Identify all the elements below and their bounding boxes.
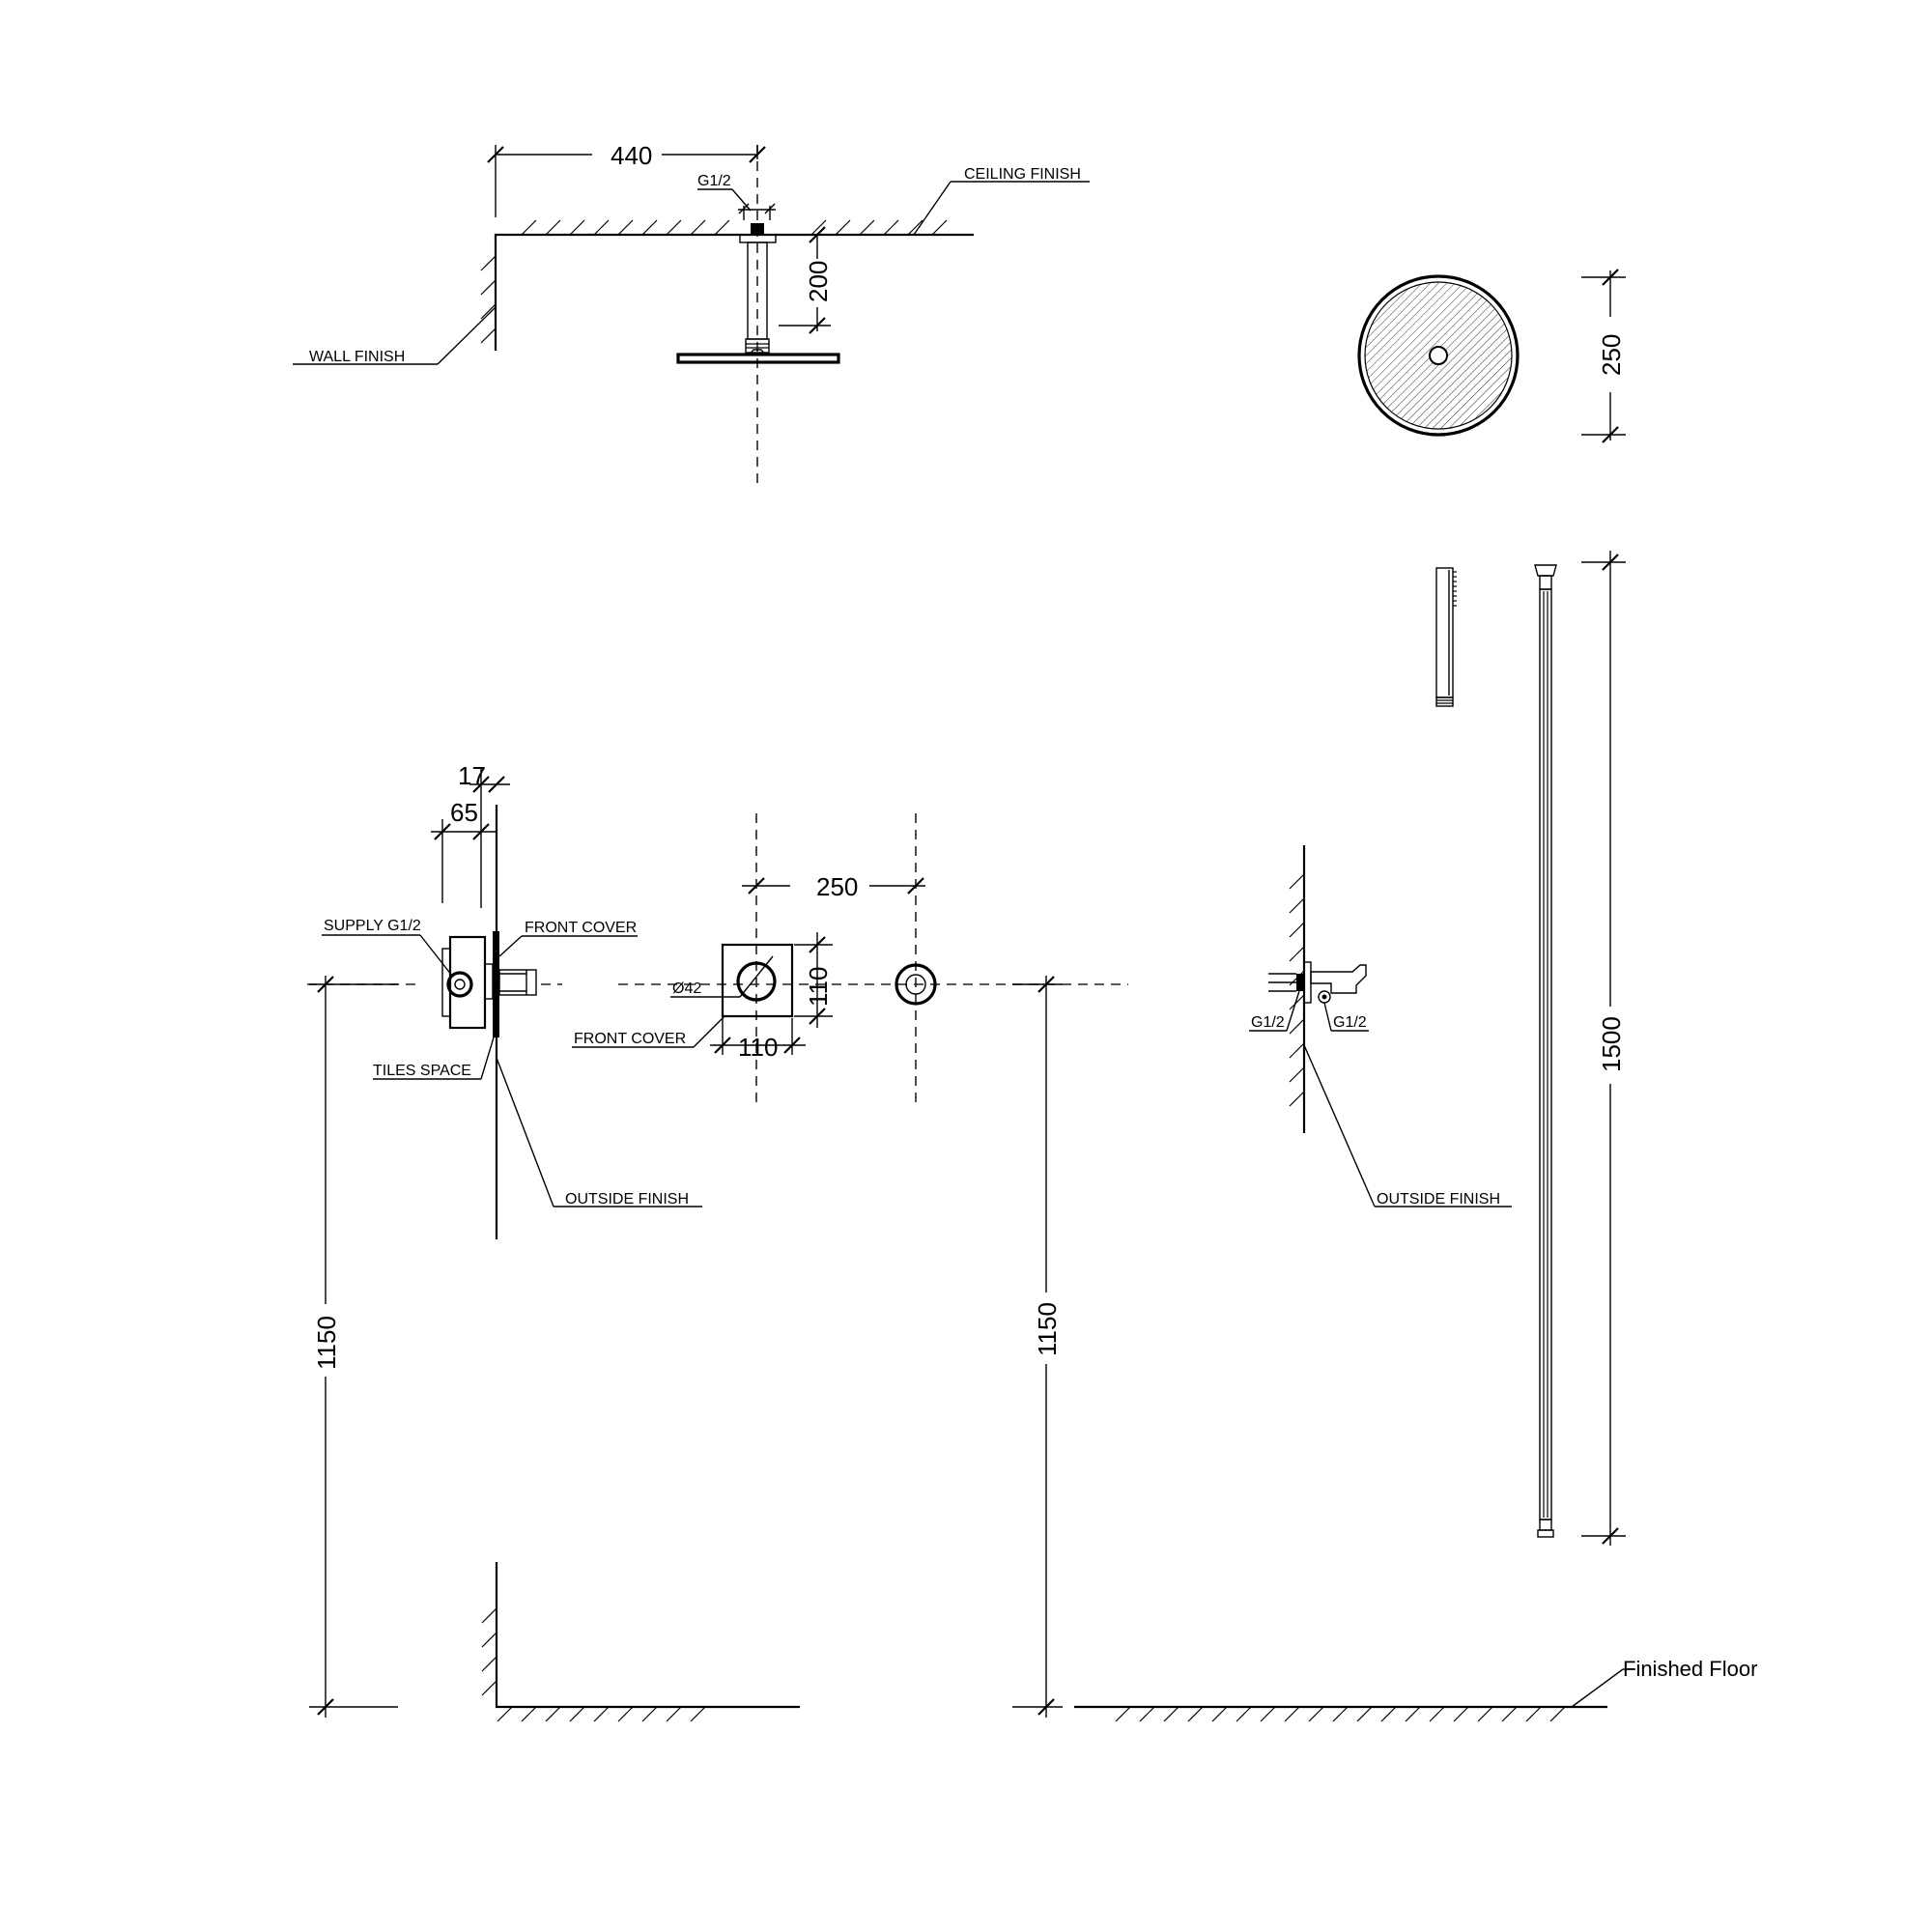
front-cover-plate — [493, 931, 499, 1037]
dim-65-label: 65 — [450, 798, 478, 827]
dim-1150-right-label: 1150 — [1033, 1302, 1062, 1356]
spindle — [498, 969, 537, 996]
dia42-callout: Ø42 — [670, 955, 774, 998]
dim-1500-label: 1500 — [1597, 1016, 1626, 1072]
dim-110-v-label: 110 — [804, 967, 833, 1007]
hand-shower — [1435, 567, 1457, 707]
hand-shower-holder — [1310, 964, 1367, 994]
shower-hose: 1500 — [1534, 551, 1626, 1546]
floor-left — [481, 1562, 800, 1722]
mixer-handle-dia42 — [736, 961, 777, 1002]
dim-440-label: 440 — [611, 141, 652, 170]
wall-outlet-side: G1/2 G1/2 OUTSIDE FINISH — [1249, 845, 1512, 1208]
dimension-250-mid: 250 — [742, 872, 925, 901]
ceiling-finish-label: CEILING FINISH — [964, 166, 1081, 183]
rain-shower-head — [676, 353, 840, 364]
outside-finish-right-callout: OUTSIDE FINISH — [1303, 1044, 1512, 1208]
dimension-65: 65 — [431, 798, 497, 903]
dimension-17: 17 — [458, 761, 510, 908]
dimension-110-vertical: 110 — [794, 932, 833, 1028]
wall-finish-label: WALL FINISH — [309, 349, 405, 365]
shower-arm — [747, 242, 768, 340]
mixer-side-section: 17 65 SUPPLY G1/2 FRONT COVER TILES SPAC… — [307, 761, 702, 1239]
supply-g12-label: SUPPLY G1/2 — [324, 918, 421, 934]
supply-inlet — [446, 971, 473, 998]
g12-ceiling-callout: G1/2 — [697, 173, 776, 220]
dim-17-label: 17 — [458, 761, 486, 790]
dimension-440: 440 — [487, 141, 766, 217]
outside-finish-left-label: OUTSIDE FINISH — [565, 1191, 689, 1208]
shower-head-nut — [745, 338, 770, 354]
g12-ceiling-label: G1/2 — [697, 173, 731, 189]
outlet-g12-left-label: G1/2 — [1251, 1014, 1285, 1031]
ceiling-wall-outline — [494, 233, 974, 351]
wall-finish-callout: WALL FINISH — [293, 306, 497, 365]
dimension-200: 200 — [779, 226, 833, 334]
dim-110-h-label: 110 — [738, 1033, 778, 1062]
mixer-front-view: 250 110 110 Ø42 FRONT COVER — [572, 813, 1128, 1106]
dim-1150-left-label: 1150 — [312, 1316, 341, 1370]
finished-floor-callout: Finished Floor — [1571, 1657, 1757, 1708]
shower-head-outer — [1357, 274, 1520, 437]
outside-finish-left-callout: OUTSIDE FINISH — [496, 1057, 702, 1208]
ceiling-finish-callout: CEILING FINISH — [913, 166, 1090, 236]
dim-250-head-label: 250 — [1597, 334, 1626, 376]
ceiling-shower-section: 440 G1/2 CEILING FINISH WALL FINISH — [293, 141, 1090, 488]
wall-hatch-top — [480, 255, 497, 344]
front-cover-front-callout: FRONT COVER — [572, 1015, 725, 1048]
g12-connector — [751, 223, 764, 235]
shower-head-center — [1429, 346, 1448, 365]
dim-250-mid-label: 250 — [816, 872, 858, 901]
dimension-1500: 1500 — [1581, 551, 1626, 1546]
dim-200-label: 200 — [804, 261, 833, 302]
dimension-110-horizontal: 110 — [710, 1018, 806, 1062]
tiles-space-callout: TILES SPACE — [373, 1037, 495, 1080]
front-cover-square — [721, 943, 794, 1018]
supply-g12-callout: SUPPLY G1/2 — [322, 918, 453, 977]
outside-finish-right-label: OUTSIDE FINISH — [1377, 1191, 1500, 1208]
finished-floor-label: Finished Floor — [1623, 1657, 1757, 1681]
dia42-label: Ø42 — [672, 980, 701, 997]
outlet-g12-right-callout: G1/2 — [1323, 1002, 1369, 1032]
dimension-250-head: 250 — [1581, 269, 1626, 443]
diverter-outlet-rose — [895, 963, 937, 1006]
front-cover-side-label: FRONT COVER — [525, 920, 637, 936]
tiles-space-label: TILES SPACE — [373, 1063, 471, 1079]
height-dimension-right: 1150 — [1012, 976, 1063, 1718]
height-dimension-left: 1150 — [309, 976, 398, 1718]
outlet-g12-left-callout: G1/2 — [1249, 990, 1300, 1032]
front-cover-side-callout: FRONT COVER — [498, 920, 638, 957]
outlet-g12-right-label: G1/2 — [1333, 1014, 1367, 1031]
floor-right: Finished Floor — [1074, 1657, 1757, 1722]
ceiling-hatch — [521, 219, 948, 236]
front-cover-front-label: FRONT COVER — [574, 1031, 686, 1047]
shower-head-top-view: 250 — [1357, 269, 1626, 443]
outlet-g12-connector — [1296, 974, 1304, 991]
